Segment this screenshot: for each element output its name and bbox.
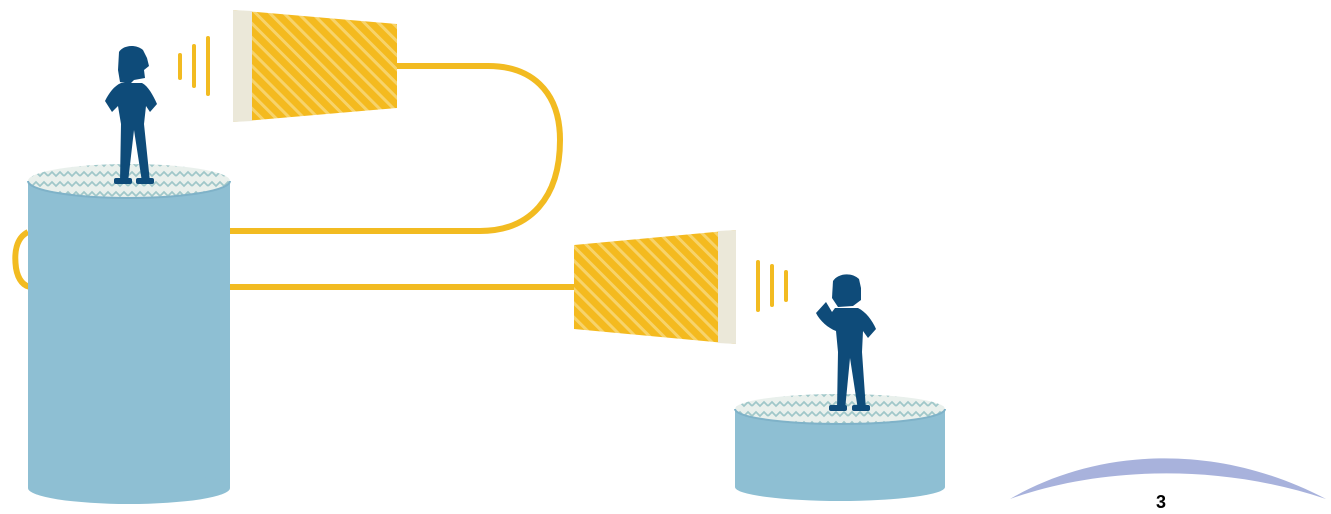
tall-pillar (28, 164, 230, 504)
person-listening-icon (816, 274, 876, 411)
sound-waves-icon (758, 262, 786, 310)
sound-waves-icon (180, 38, 208, 94)
decorative-arc (1010, 458, 1326, 499)
page-number: 3 (1156, 493, 1166, 511)
cup-phone-icon (574, 230, 736, 344)
person-speaking-icon (105, 46, 157, 184)
cup-phone-icon (233, 10, 397, 122)
